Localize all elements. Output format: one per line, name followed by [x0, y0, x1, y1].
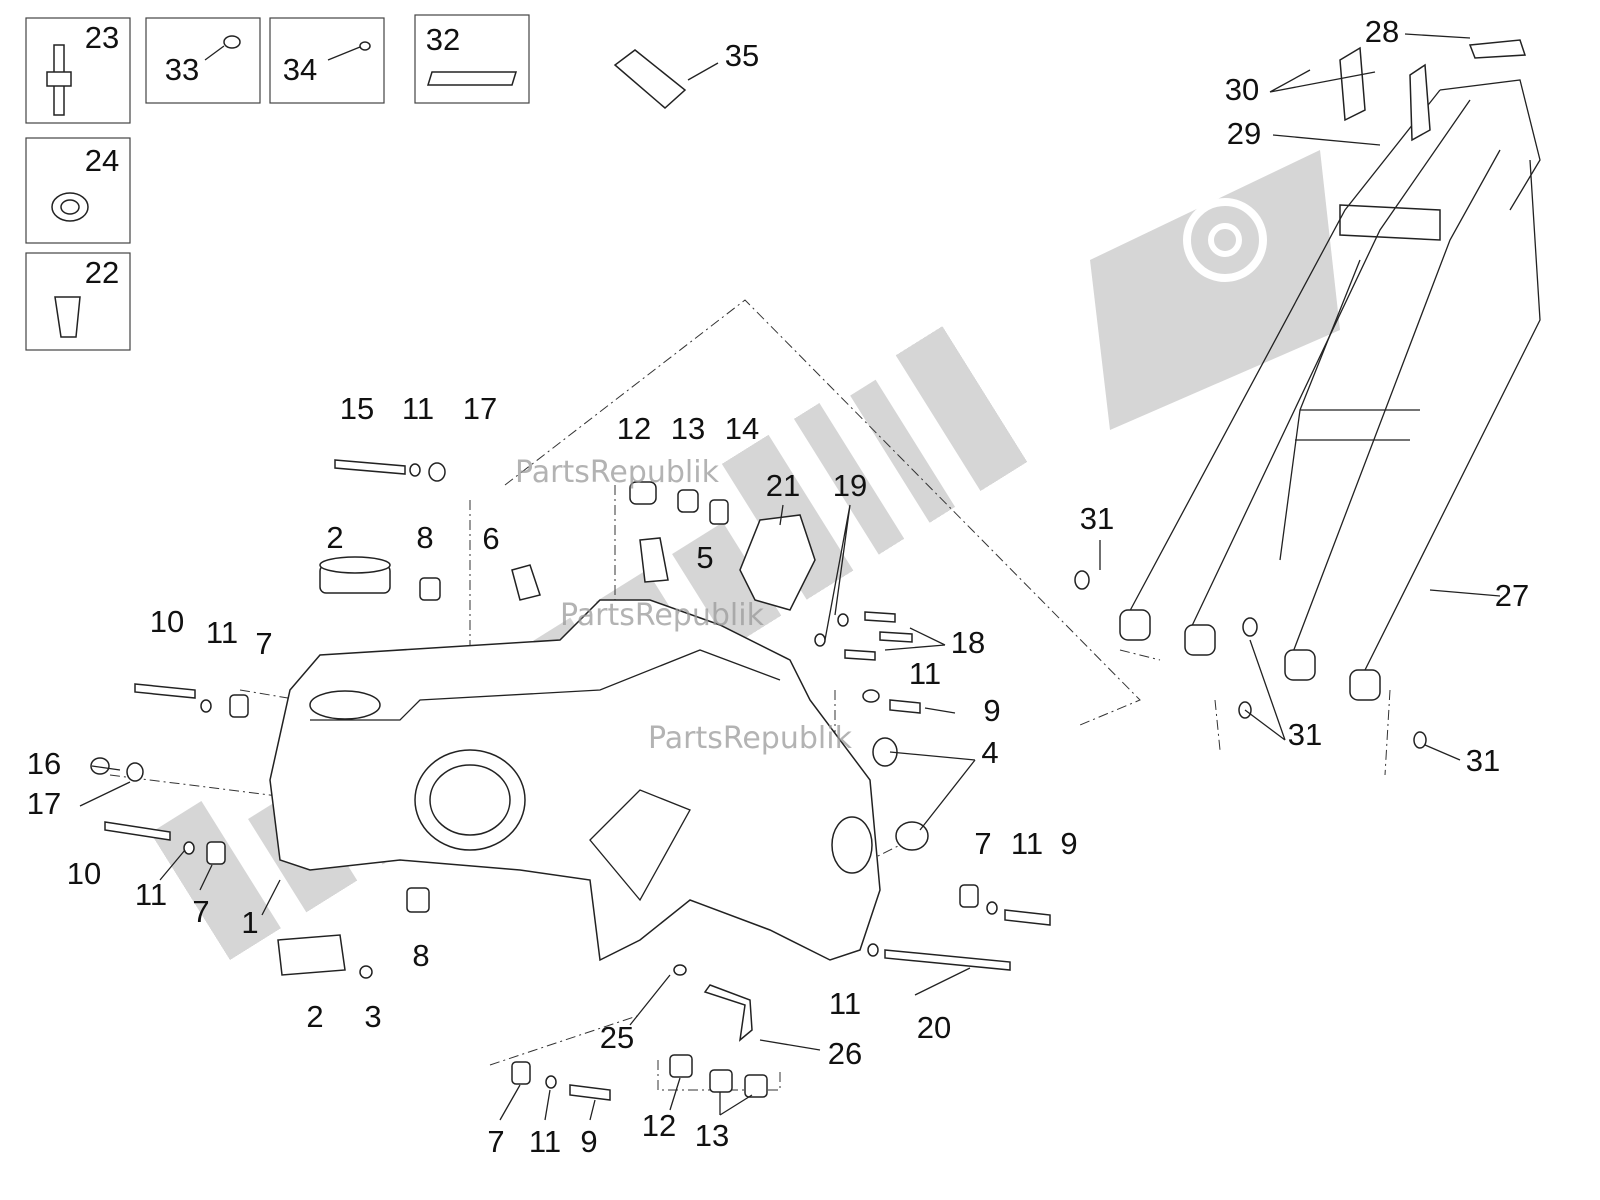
part-number-label[interactable]: 4: [981, 735, 998, 770]
part-number-label[interactable]: 33: [165, 52, 199, 87]
main-frame: [269, 514, 881, 976]
part-number-label[interactable]: 31: [1080, 501, 1114, 536]
part-number-label[interactable]: 25: [600, 1020, 634, 1055]
part-number-label[interactable]: 8: [412, 938, 429, 973]
part-number-label[interactable]: 2: [326, 520, 343, 555]
part-number-label[interactable]: 7: [255, 626, 272, 661]
part-number-label[interactable]: 24: [85, 143, 119, 178]
part-number-label[interactable]: 19: [833, 468, 867, 503]
part-number-label[interactable]: 6: [482, 521, 499, 556]
part-number-label[interactable]: 28: [1365, 14, 1399, 49]
part-number-label[interactable]: 29: [1227, 116, 1261, 151]
part-number-label[interactable]: 26: [828, 1036, 862, 1071]
part-number-label[interactable]: 11: [529, 1124, 561, 1159]
part-number-label[interactable]: 11: [829, 986, 861, 1021]
part-number-label[interactable]: 21: [766, 468, 800, 503]
part-number-label[interactable]: 3: [364, 999, 381, 1034]
part-number-label[interactable]: 35: [725, 38, 759, 73]
watermark-text: PartsRepublik: [515, 455, 720, 490]
part-number-label[interactable]: 10: [67, 856, 101, 891]
part-number-label[interactable]: 18: [951, 625, 985, 660]
part-number-label[interactable]: 12: [617, 411, 651, 446]
part-number-label[interactable]: 14: [725, 411, 759, 446]
part-number-label[interactable]: 11: [402, 391, 434, 426]
part-number-label[interactable]: 11: [135, 877, 167, 912]
gear-icon: [1183, 198, 1267, 282]
part-number-label[interactable]: 5: [696, 540, 713, 575]
part-number-label[interactable]: 17: [27, 786, 61, 821]
part-number-label[interactable]: 20: [917, 1010, 951, 1045]
inset-boxes: [25, 14, 719, 351]
part-number-label[interactable]: 12: [642, 1108, 676, 1143]
part-number-label[interactable]: 8: [416, 520, 433, 555]
part-number-label[interactable]: 9: [983, 693, 1000, 728]
small-watermarks: PartsRepublik PartsRepublik PartsRepubli…: [515, 455, 853, 756]
part-number-label[interactable]: 7: [974, 826, 991, 861]
part-number-label[interactable]: 7: [192, 894, 209, 929]
part-number-label[interactable]: 13: [671, 411, 705, 446]
part-number-label[interactable]: 1: [241, 905, 258, 940]
part-number-label[interactable]: 7: [487, 1124, 504, 1159]
part-number-label[interactable]: 13: [695, 1118, 729, 1153]
part-number-label[interactable]: 15: [340, 391, 374, 426]
part-number-label[interactable]: 31: [1466, 743, 1500, 778]
part-number-label[interactable]: 16: [27, 746, 61, 781]
part-number-label[interactable]: 22: [85, 255, 119, 290]
leader-lines: [79, 33, 1501, 1121]
watermark-text: PartsRepublik: [560, 598, 765, 633]
part-number-label[interactable]: 11: [909, 656, 941, 691]
part-number-label[interactable]: 10: [150, 604, 184, 639]
part-number-label[interactable]: 30: [1225, 72, 1259, 107]
part-number-label[interactable]: 11: [206, 615, 238, 650]
part-number-label[interactable]: 31: [1288, 717, 1322, 752]
part-number-label[interactable]: 32: [426, 22, 460, 57]
part-number-label[interactable]: 9: [1060, 826, 1077, 861]
part-number-label[interactable]: 11: [1011, 826, 1043, 861]
part-number-label[interactable]: 34: [283, 52, 317, 87]
part-number-label[interactable]: 27: [1495, 578, 1529, 613]
part-number-label[interactable]: 23: [85, 20, 119, 55]
rear-subframe: [1074, 39, 1541, 749]
fasteners: [90, 459, 1051, 1101]
watermark-text: PartsRepublik: [648, 721, 853, 756]
part-number-label[interactable]: 2: [306, 999, 323, 1034]
part-number-label[interactable]: 17: [463, 391, 497, 426]
part-number-label[interactable]: 9: [580, 1124, 597, 1159]
